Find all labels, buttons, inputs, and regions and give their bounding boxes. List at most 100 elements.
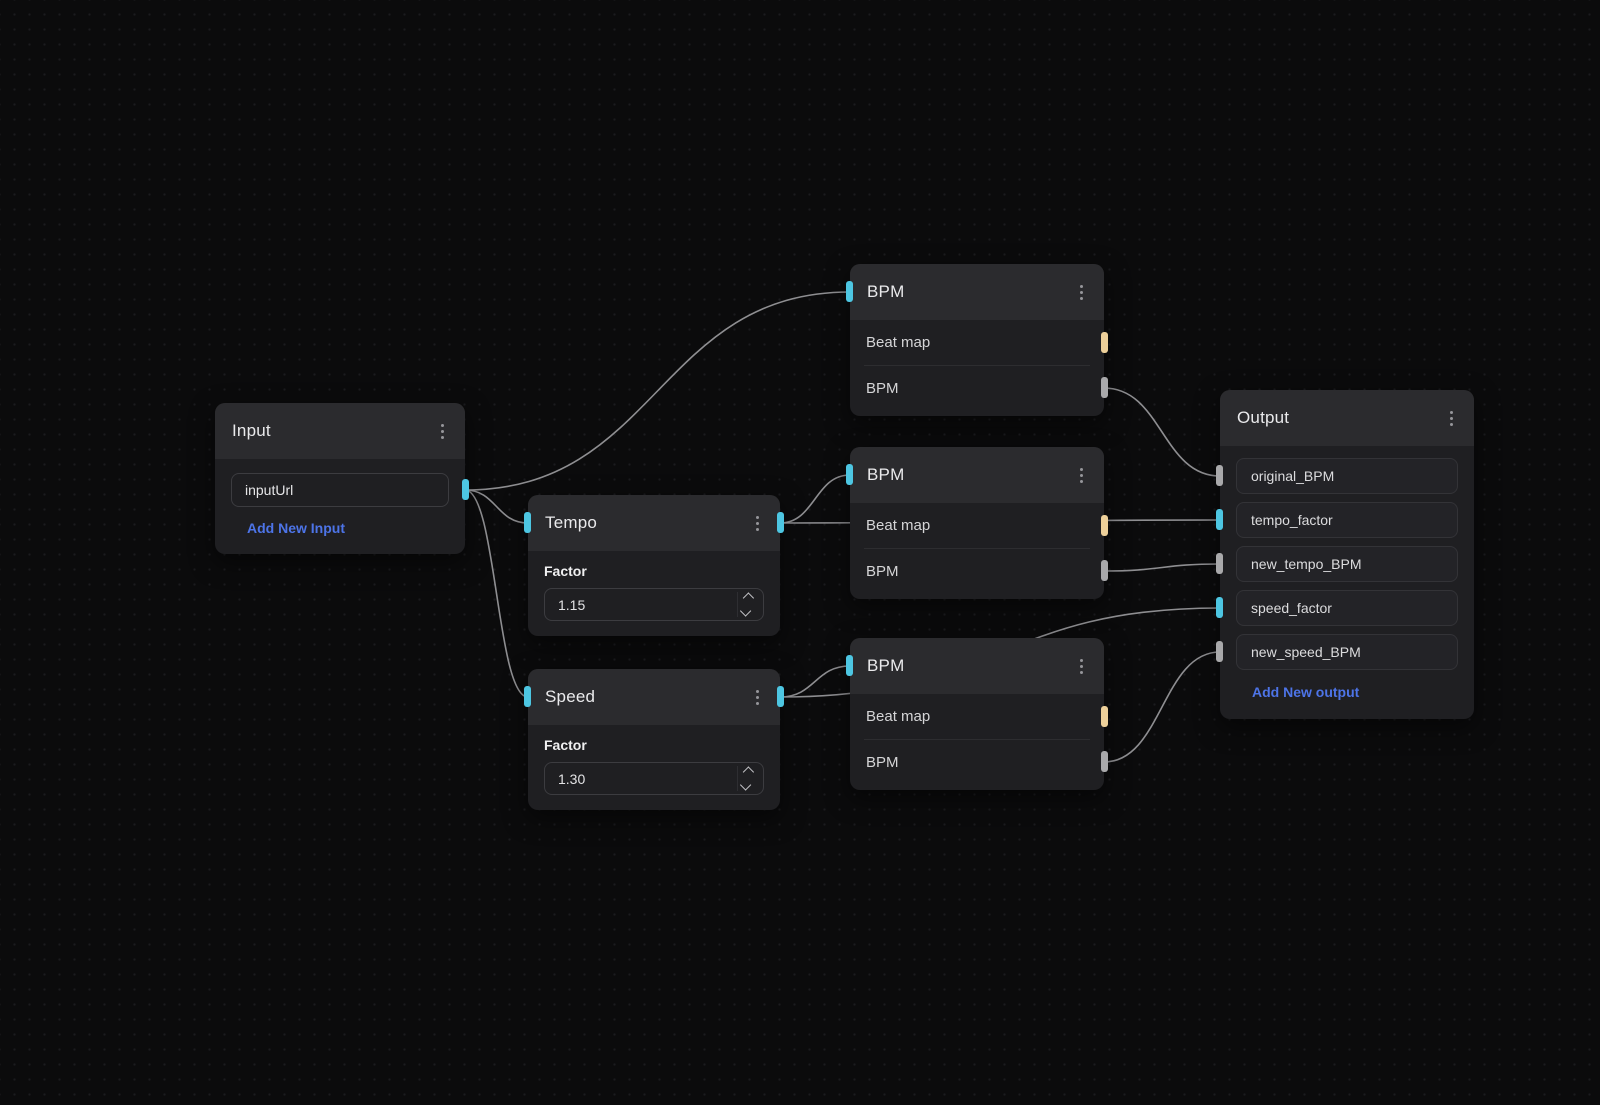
node-header[interactable]: BPM: [850, 447, 1104, 503]
input-url-field[interactable]: inputUrl: [231, 473, 449, 507]
wire-tempo.out-bpm2.in[interactable]: [779, 474, 851, 524]
stepper[interactable]: [737, 766, 756, 791]
row-bpm: BPM: [866, 380, 899, 397]
wire-speed.out-bpm3.in[interactable]: [779, 665, 851, 698]
kebab-dot: [1080, 284, 1083, 288]
node-header[interactable]: Speed: [528, 669, 780, 725]
factor-input[interactable]: 1.15: [544, 588, 764, 621]
node-output[interactable]: Output original_BPM tempo_factor new_tempo_…: [1216, 390, 1474, 719]
port-output-new_speed_BPM[interactable]: [1216, 641, 1223, 662]
port-bpm2-beatmap[interactable]: [1101, 515, 1108, 536]
kebab-menu-icon[interactable]: [752, 686, 763, 709]
row-bpm: BPM: [866, 754, 899, 771]
node-title: Speed: [545, 687, 596, 706]
node-header[interactable]: BPM: [850, 638, 1104, 694]
kebab-dot: [756, 515, 759, 519]
node-header[interactable]: Output: [1220, 390, 1474, 446]
kebab-menu-icon[interactable]: [1076, 281, 1087, 304]
port-output-new_tempo_BPM[interactable]: [1216, 553, 1223, 574]
port-tempo-in[interactable]: [524, 512, 531, 533]
kebab-menu-icon[interactable]: [1076, 464, 1087, 487]
kebab-dot: [1080, 670, 1083, 674]
output-field-tempo_factor[interactable]: tempo_factor: [1236, 502, 1458, 538]
kebab-dot: [756, 695, 759, 699]
kebab-dot: [756, 521, 759, 525]
wire-bpm1.bpm-output.original_BPM[interactable]: [1103, 387, 1221, 477]
port-bpm1-in[interactable]: [846, 281, 853, 302]
output-field-new_tempo_BPM[interactable]: new_tempo_BPM: [1236, 546, 1458, 582]
row-divider: [864, 548, 1090, 549]
wire-bpm2.bpm-output.new_tempo_BPM[interactable]: [1103, 563, 1221, 572]
wire-input.out-bpm1.in[interactable]: [464, 291, 851, 491]
kebab-menu-icon[interactable]: [437, 420, 448, 443]
port-output-tempo_factor[interactable]: [1216, 509, 1223, 530]
node-header[interactable]: BPM: [850, 264, 1104, 320]
port-bpm2-bpm[interactable]: [1101, 560, 1108, 581]
port-input-out[interactable]: [462, 479, 469, 500]
kebab-dot: [1450, 410, 1453, 414]
wire-bpm3.bpm-output.new_speed_BPM[interactable]: [1103, 651, 1221, 763]
port-output-original_BPM[interactable]: [1216, 465, 1223, 486]
kebab-menu-icon[interactable]: [1446, 407, 1457, 430]
kebab-dot: [1080, 658, 1083, 662]
node-title: BPM: [867, 282, 905, 301]
port-bpm3-in[interactable]: [846, 655, 853, 676]
kebab-dot: [441, 435, 444, 439]
stepper-up-icon[interactable]: [742, 592, 755, 604]
stepper-down-icon[interactable]: [739, 779, 752, 791]
kebab-dot: [1450, 422, 1453, 426]
row-bpm: BPM: [866, 563, 899, 580]
port-bpm1-bpm[interactable]: [1101, 377, 1108, 398]
kebab-dot: [1450, 416, 1453, 420]
add-new-input-link[interactable]: Add New Input: [247, 520, 345, 536]
kebab-dot: [1080, 467, 1083, 471]
node-title: BPM: [867, 656, 905, 675]
port-bpm3-bpm[interactable]: [1101, 751, 1108, 772]
stepper-up-icon[interactable]: [742, 766, 755, 778]
port-tempo-out[interactable]: [777, 512, 784, 533]
row-beat-map: Beat map: [866, 517, 931, 534]
kebab-menu-icon[interactable]: [1076, 655, 1087, 678]
port-speed-out[interactable]: [777, 686, 784, 707]
factor-value: 1.30: [558, 770, 586, 787]
add-new-output-link[interactable]: Add New output: [1252, 684, 1360, 700]
row-divider: [864, 739, 1090, 740]
factor-label: Factor: [544, 563, 587, 579]
port-output-speed_factor[interactable]: [1216, 597, 1223, 618]
kebab-dot: [1080, 473, 1083, 477]
node-header[interactable]: Tempo: [528, 495, 780, 551]
output-field-original_BPM[interactable]: original_BPM: [1236, 458, 1458, 494]
output-field-speed_factor[interactable]: speed_factor: [1236, 590, 1458, 626]
kebab-dot: [756, 527, 759, 531]
node-title: Tempo: [545, 513, 598, 532]
output-field-new_speed_BPM[interactable]: new_speed_BPM: [1236, 634, 1458, 670]
wire-input.out-tempo.in[interactable]: [464, 489, 529, 524]
port-bpm3-beatmap[interactable]: [1101, 706, 1108, 727]
stepper[interactable]: [737, 592, 756, 617]
row-beat-map: Beat map: [866, 334, 931, 351]
node-title: BPM: [867, 465, 905, 484]
factor-input[interactable]: 1.30: [544, 762, 764, 795]
kebab-menu-icon[interactable]: [752, 512, 763, 535]
node-header[interactable]: Input: [215, 403, 465, 459]
stepper-down-icon[interactable]: [739, 605, 752, 617]
port-bpm2-in[interactable]: [846, 464, 853, 485]
wire-input.out-speed.in[interactable]: [464, 489, 529, 698]
port-speed-in[interactable]: [524, 686, 531, 707]
row-divider: [864, 365, 1090, 366]
port-bpm1-beatmap[interactable]: [1101, 332, 1108, 353]
factor-value: 1.15: [558, 596, 586, 613]
